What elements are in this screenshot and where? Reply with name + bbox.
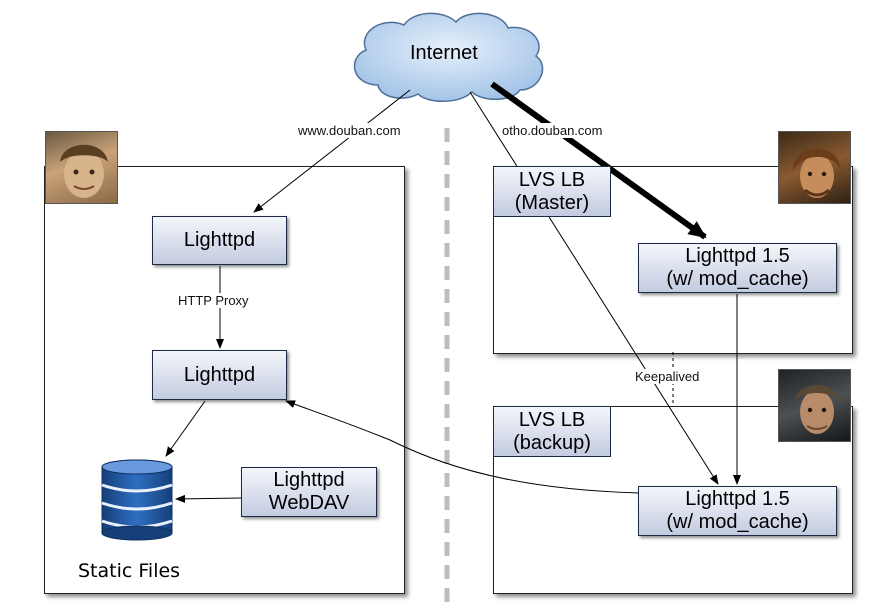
lighttpd-mid-node: Lighttpd — [152, 350, 287, 400]
cloud-icon — [353, 12, 544, 102]
avatar-left — [45, 131, 118, 204]
lighttpd-top-node: Lighttpd — [152, 216, 287, 265]
static-files-label: Static Files — [78, 560, 181, 582]
edge-otho — [469, 91, 719, 485]
edge-douban — [253, 89, 411, 213]
edge-thick — [490, 81, 707, 240]
edge-return — [285, 400, 639, 494]
avatar-right-bottom — [778, 369, 851, 442]
avatar-right-top — [778, 131, 851, 204]
cloud-label: Internet — [410, 42, 478, 64]
database-icon — [101, 459, 173, 541]
cache-bottom-node: Lighttpd 1.5 (w/ mod_cache) — [638, 486, 837, 536]
lvs-backup-node: LVS LB (backup) — [493, 406, 611, 457]
label-keepalived: Keepalived — [633, 369, 702, 384]
label-douban: www.douban.com — [296, 123, 403, 138]
label-otho: otho.douban.com — [500, 123, 605, 138]
edge-webdav — [175, 494, 242, 503]
edge-to-storage — [165, 400, 206, 457]
lvs-master-node: LVS LB (Master) — [493, 166, 611, 217]
label-http-proxy: HTTP Proxy — [176, 293, 251, 308]
lighttpd-webdav-node: Lighttpd WebDAV — [241, 467, 377, 517]
cache-top-node: Lighttpd 1.5 (w/ mod_cache) — [638, 243, 837, 293]
